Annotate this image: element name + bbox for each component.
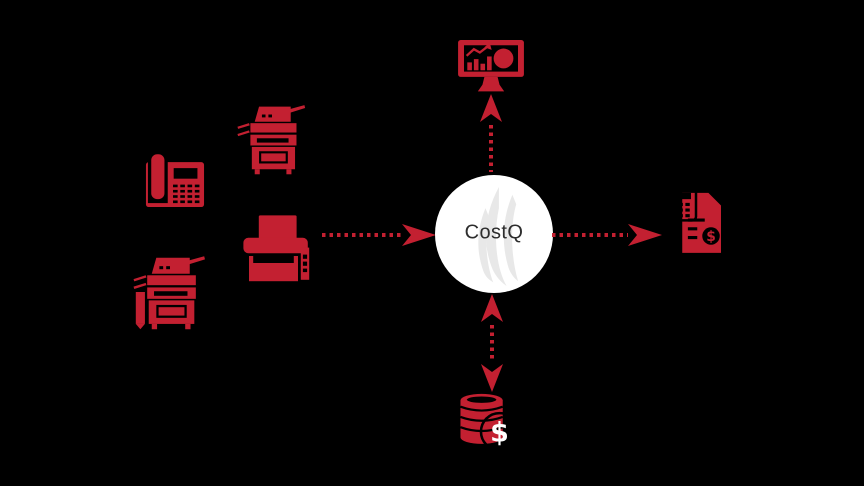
coins-dollar-icon: $ bbox=[456, 390, 520, 458]
dotted-line bbox=[552, 233, 628, 237]
monitor-charts-icon bbox=[458, 40, 524, 94]
arrowhead-down-icon bbox=[481, 364, 503, 392]
copier-icon bbox=[236, 103, 308, 175]
flame-watermark-icon bbox=[478, 187, 519, 287]
dollar-glyph: $ bbox=[490, 417, 509, 448]
arrowhead-up-icon bbox=[480, 94, 502, 122]
dotted-line bbox=[490, 325, 494, 361]
arrow-costq-to-billing bbox=[550, 224, 662, 246]
arrowhead-up-icon bbox=[481, 294, 503, 322]
costq-label: CostQ bbox=[464, 221, 524, 244]
printer-icon bbox=[242, 215, 312, 283]
invoice-calculator-icon: $ bbox=[663, 186, 729, 256]
fax-phone-icon bbox=[142, 150, 208, 210]
arrow-costq-to-analytics bbox=[480, 94, 502, 174]
dollar-glyph: $ bbox=[706, 229, 716, 245]
arrowhead-right-icon bbox=[628, 224, 662, 246]
arrow-devices-to-costq bbox=[320, 224, 436, 246]
arrow-costq-to-savings bbox=[481, 294, 503, 392]
dotted-line bbox=[489, 125, 493, 172]
dotted-line bbox=[322, 233, 402, 237]
arrowhead-right-icon bbox=[402, 224, 436, 246]
costq-node: CostQ bbox=[435, 175, 553, 293]
copier-icon bbox=[132, 254, 208, 330]
